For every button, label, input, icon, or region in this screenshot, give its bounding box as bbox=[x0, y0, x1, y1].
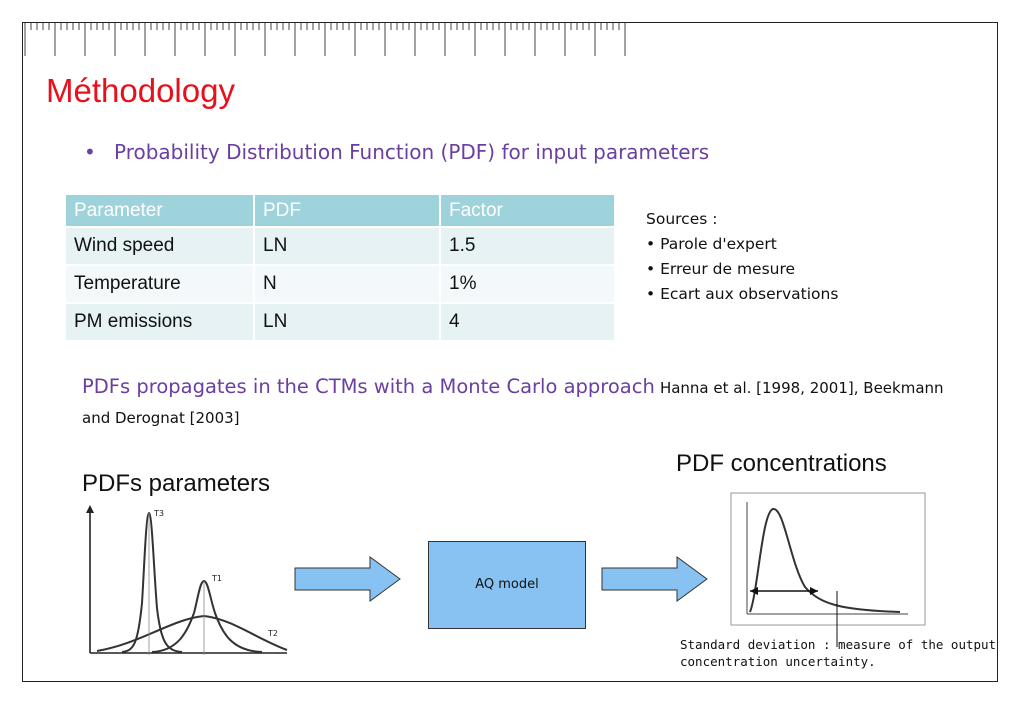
bullet-dot: • bbox=[84, 140, 96, 164]
sources-heading: Sources : bbox=[646, 210, 718, 228]
table-cell: LN bbox=[254, 226, 441, 265]
arrow-right-icon bbox=[601, 556, 708, 602]
sources-list: Sources : • Parole d'expert • Erreur de … bbox=[646, 207, 838, 307]
y-axis-arrow bbox=[86, 505, 94, 513]
table-cell: LN bbox=[254, 302, 441, 340]
table-header-row: Parameter PDF Factor bbox=[66, 195, 616, 227]
std-arrow-left-icon bbox=[750, 587, 758, 595]
bullet-text: Probability Distribution Function (PDF) … bbox=[114, 140, 710, 164]
source-item: • Erreur de mesure bbox=[646, 260, 796, 278]
table-cell: 1.5 bbox=[440, 226, 616, 265]
std-note: Standard deviation : measure of the outp… bbox=[680, 636, 996, 670]
curve-t3 bbox=[121, 511, 183, 653]
curve-t2 bbox=[96, 614, 288, 652]
table-header-cell: PDF bbox=[254, 195, 441, 227]
pdfs-parameters-label: PDFs parameters bbox=[82, 470, 271, 497]
arrow-right-icon bbox=[294, 556, 401, 602]
input-pdfs-diagram: T3 T1 T2 bbox=[86, 505, 288, 655]
source-item: • Ecart aux observations bbox=[646, 285, 839, 303]
pdf-concentrations-label: PDF concentrations bbox=[676, 450, 887, 477]
label-t2: T2 bbox=[267, 629, 278, 638]
table-row: Wind speed LN 1.5 bbox=[66, 226, 616, 265]
table-cell: Temperature bbox=[66, 264, 255, 303]
bullet-item: • Probability Distribution Function (PDF)… bbox=[84, 140, 709, 164]
table-cell: 4 bbox=[440, 302, 616, 340]
std-note-line2: concentration uncertainty. bbox=[680, 654, 876, 669]
aq-model-box: AQ model bbox=[428, 541, 586, 629]
table-cell: N bbox=[254, 264, 441, 303]
ruler-decoration bbox=[24, 23, 626, 56]
pdf-table: Parameter PDF Factor Wind speed LN 1.5 T… bbox=[66, 195, 616, 340]
propagation-reference: Hanna et al. [1998, 2001], Beekmann and … bbox=[82, 379, 944, 427]
table-cell: Wind speed bbox=[66, 226, 255, 265]
table-cell: 1% bbox=[440, 264, 616, 303]
label-t3: T3 bbox=[153, 509, 164, 518]
slide-frame bbox=[22, 22, 998, 682]
table-row: PM emissions LN 4 bbox=[66, 302, 616, 340]
table-header-cell: Parameter bbox=[66, 195, 255, 227]
slide-title: Méthodology bbox=[46, 72, 235, 109]
table-header-cell: Factor bbox=[440, 195, 616, 227]
std-arrow-right-icon bbox=[810, 587, 818, 595]
output-pdf-diagram bbox=[730, 492, 926, 647]
label-t1: T1 bbox=[211, 574, 222, 583]
propagation-main: PDFs propagates in the CTMs with a Monte… bbox=[82, 375, 655, 398]
propagation-text: PDFs propagates in the CTMs with a Monte… bbox=[82, 372, 962, 433]
source-item: • Parole d'expert bbox=[646, 235, 777, 253]
table-cell: PM emissions bbox=[66, 302, 255, 340]
std-note-line1: Standard deviation : measure of the outp… bbox=[680, 637, 997, 652]
table-row: Temperature N 1% bbox=[66, 264, 616, 303]
aq-model-label: AQ model bbox=[475, 577, 539, 592]
